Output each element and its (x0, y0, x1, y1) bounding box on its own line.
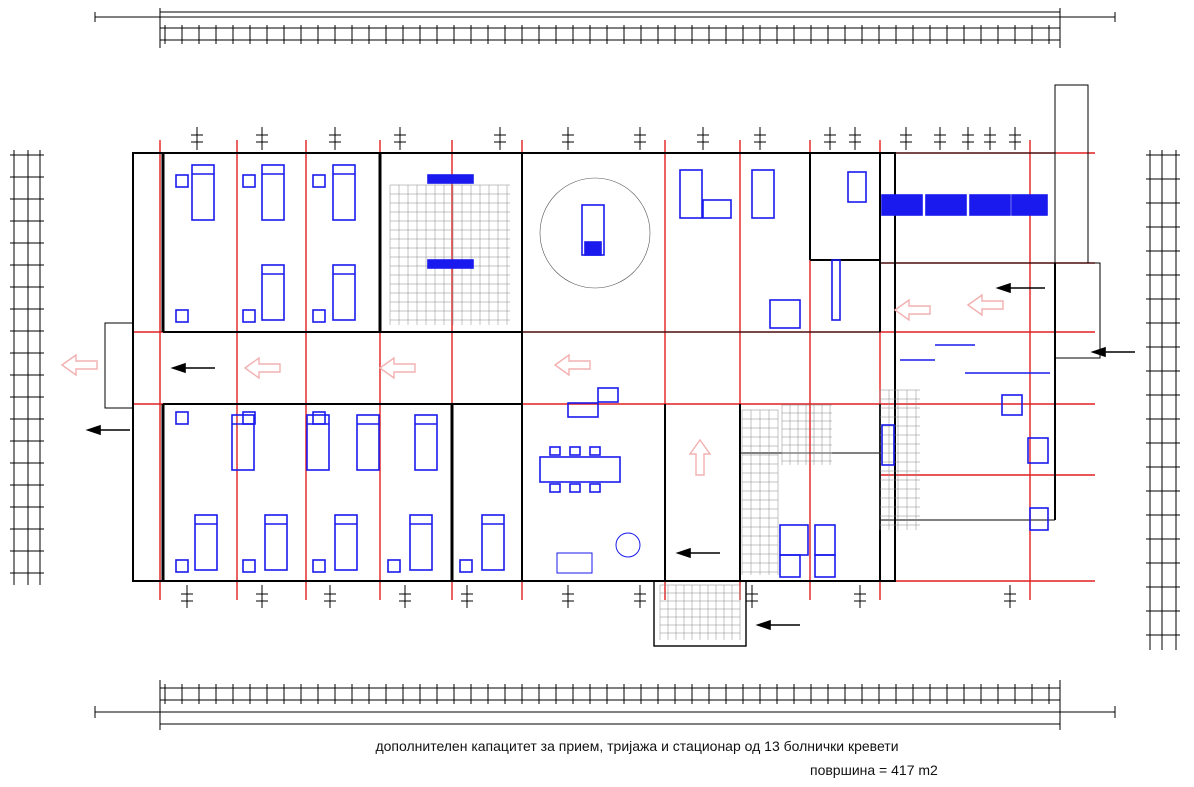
bedside-table-icon (459, 559, 473, 573)
bedside-table-icon (242, 559, 256, 573)
arrow-icon (378, 356, 416, 380)
bedside-table-icon (312, 174, 326, 188)
bed-icon (261, 164, 285, 221)
arrow-icon (243, 356, 281, 380)
bedside-table-icon (175, 411, 189, 425)
bed-icon (356, 414, 380, 471)
bed-icon (191, 164, 215, 221)
bedside-table-icon (175, 309, 189, 323)
dimension-ticks-side (10, 154, 1180, 636)
bedside-table-icon (312, 411, 326, 425)
furniture (427, 169, 1050, 578)
dimension-ticks-top (164, 25, 1050, 44)
bed-icon (261, 264, 285, 321)
beds (175, 164, 505, 573)
bedside-table-icon (242, 174, 256, 188)
bed-icon (334, 514, 358, 571)
bed-icon (481, 514, 505, 571)
entrance-arrows (85, 282, 1135, 631)
bedside-table-icon (312, 559, 326, 573)
dimension-lines-top (94, 8, 1116, 48)
bed-icon (409, 514, 433, 571)
dimension-ticks-bottom (164, 684, 1050, 704)
plan-area: површина = 417 m2 (810, 762, 938, 778)
arrow-icon (966, 293, 1004, 317)
table-icon (539, 456, 621, 483)
dimension-lines-bottom (94, 680, 1116, 730)
arrow-icon (60, 353, 98, 377)
bed-icon (332, 264, 356, 321)
bedside-table-icon (242, 309, 256, 323)
round-room (539, 177, 651, 289)
plan-caption: дополнителен капацитет за прием, тријажа… (375, 738, 899, 754)
corridor-arrows (60, 293, 1004, 476)
arrow-icon (893, 298, 931, 322)
bed-icon (306, 414, 330, 471)
bed-icon (414, 414, 438, 471)
arrow-icon (553, 353, 591, 377)
bedside-table-icon (387, 559, 401, 573)
chair-icon (615, 532, 641, 558)
axis-markers (181, 127, 1021, 608)
bed-icon (332, 164, 356, 221)
dimension-lines-side (13, 150, 1177, 650)
bedside-table-icon (312, 309, 326, 323)
bedside-table-icon (242, 411, 256, 425)
arrow-icon (688, 438, 712, 476)
bed-icon (194, 514, 218, 571)
bed-icon (264, 514, 288, 571)
bedside-table-icon (175, 174, 189, 188)
walls (104, 84, 1101, 647)
bedside-table-icon (175, 559, 189, 573)
tile-hatch (389, 184, 920, 640)
